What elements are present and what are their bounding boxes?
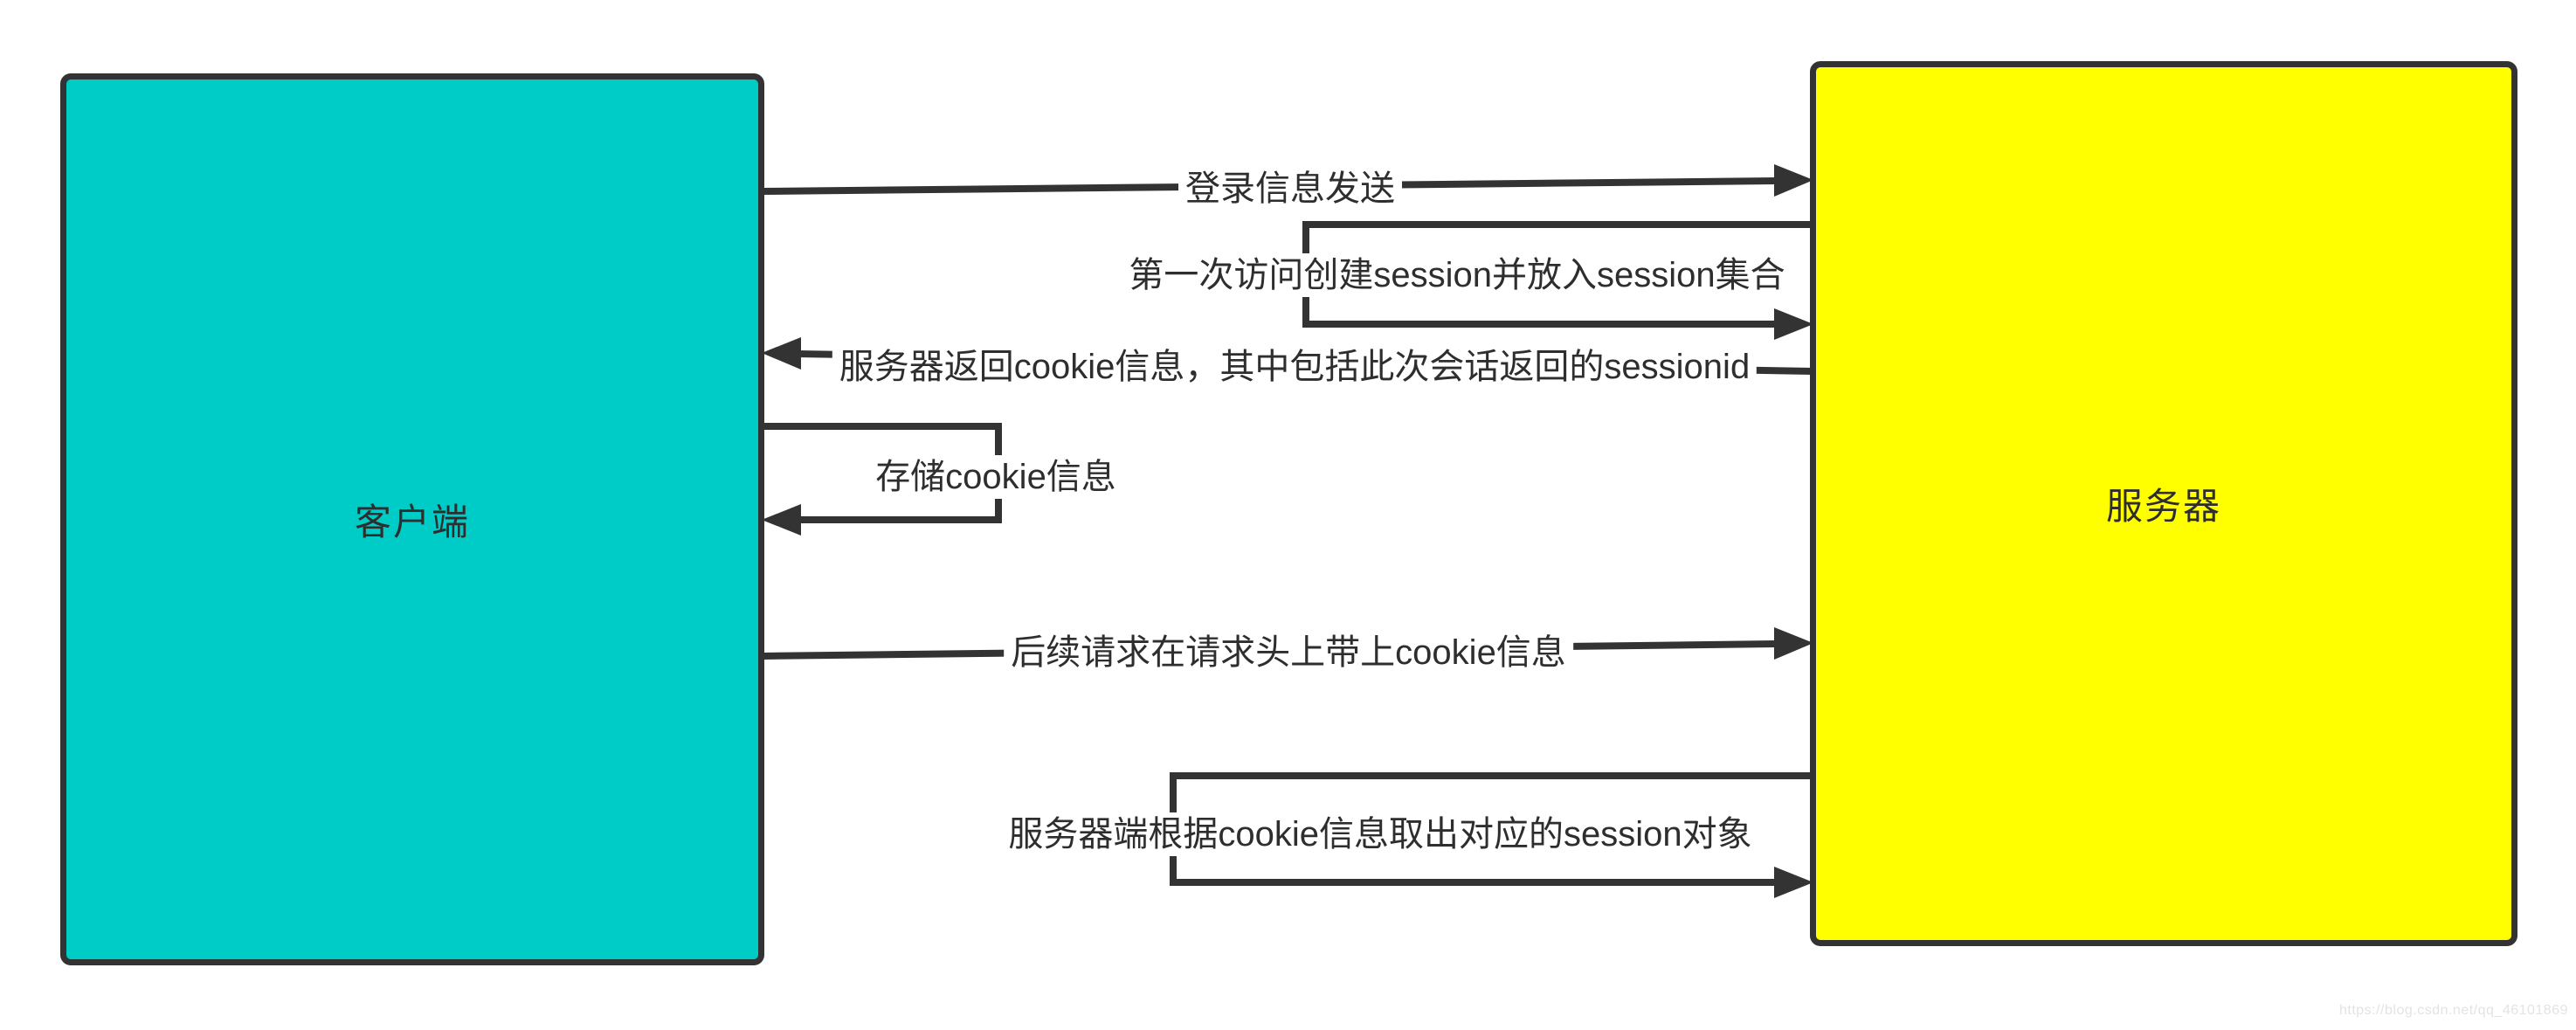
store-cookie-arrowhead-icon — [762, 504, 801, 536]
server-box-label: 服务器 — [2105, 486, 2221, 527]
flow-label-return-cookie: 服务器返回cookie信息，其中包括此次会话返回的sessionid — [832, 345, 1758, 389]
flow-label-create-session: 第一次访问创建session并放入session集合 — [1122, 253, 1792, 297]
return-cookie-arrowhead-icon — [762, 337, 801, 370]
client-box-label: 客户端 — [354, 501, 470, 543]
watermark-url: https://blog.csdn.net/qq_46101869 — [2338, 1003, 2568, 1018]
login-arrowhead-icon — [1774, 164, 1813, 197]
server-box: 服务器 — [1810, 61, 2517, 946]
create-session-arrowhead-icon — [1774, 308, 1813, 340]
flow-label-login: 登录信息发送 — [1178, 167, 1402, 211]
subsequent-request-arrowhead-icon — [1774, 627, 1813, 660]
flow-label-store-cookie: 存储cookie信息 — [868, 455, 1123, 499]
flow-label-retrieve-session: 服务器端根据cookie信息取出对应的session对象 — [1001, 812, 1759, 856]
flow-label-subsequent-request: 后续请求在请求头上带上cookie信息 — [1004, 631, 1573, 674]
retrieve-session-arrowhead-icon — [1774, 867, 1813, 898]
client-box: 客户端 — [60, 73, 764, 965]
